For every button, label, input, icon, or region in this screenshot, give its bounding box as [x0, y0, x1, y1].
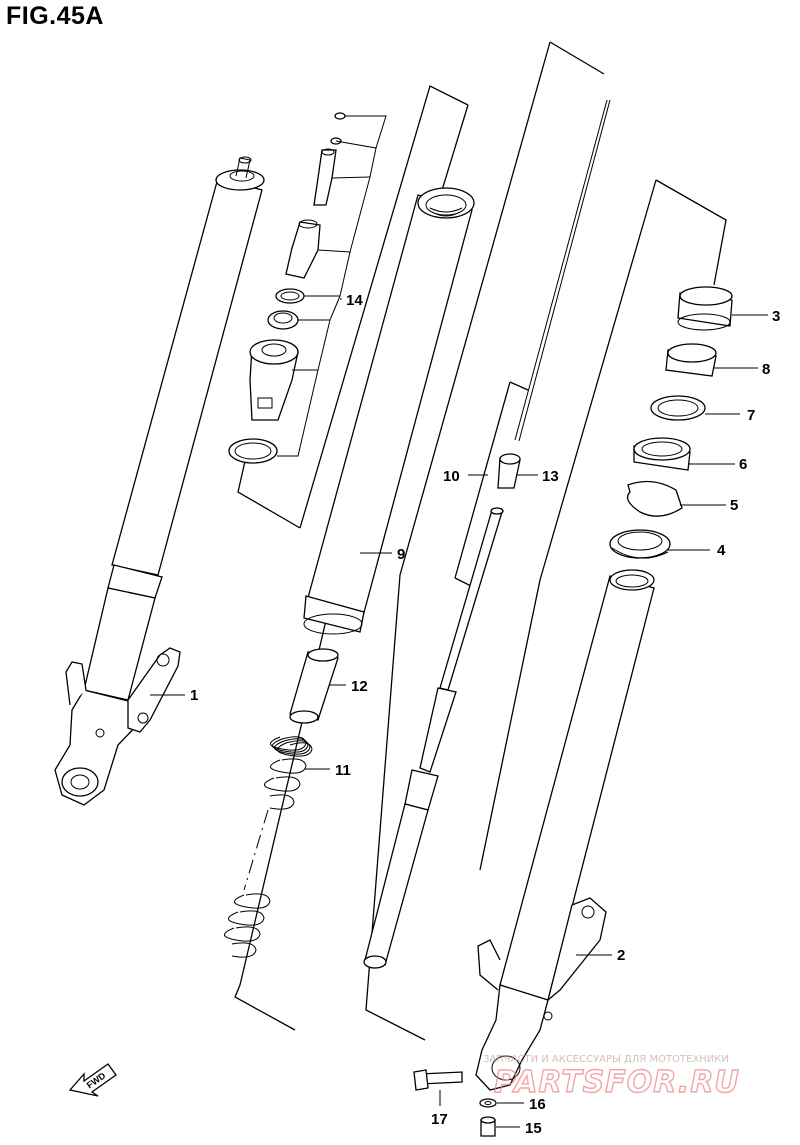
fwd-direction-arrow: FWD: [68, 1063, 117, 1097]
callout-4: 4: [717, 542, 726, 559]
watermark: ЗАПЧАСТИ И АКСЕССУАРЫ ДЛЯ МОТОТЕХНИКИ PA…: [483, 1054, 740, 1101]
callout-5: 5: [730, 497, 738, 514]
callout-10: 10: [443, 468, 460, 485]
callout-13: 13: [542, 468, 559, 485]
watermark-logo: PARTSFOR.RU: [494, 1065, 740, 1100]
part-17-axle-pinch-bolt: [413, 1069, 463, 1091]
callout-leader-lines: [150, 298, 768, 1128]
part-12-spacer: [289, 648, 339, 724]
callout-14: 14: [346, 292, 363, 309]
part-8-bushing: [665, 343, 717, 377]
part-16-washer: [479, 1098, 497, 1108]
callout-15: 15: [525, 1120, 542, 1137]
part-5-stopper-ring: [626, 480, 683, 517]
callout-3: 3: [772, 308, 780, 325]
part-9-inner-tube: [303, 187, 475, 635]
callout-6: 6: [739, 456, 747, 473]
callout-8: 8: [762, 361, 770, 378]
part-11-fork-spring: [224, 736, 313, 958]
watermark-tagline: ЗАПЧАСТИ И АКСЕССУАРЫ ДЛЯ МОТОТЕХНИКИ: [483, 1054, 729, 1065]
part-7-washer: [650, 395, 706, 421]
part-15-drain-bolt: [480, 1116, 496, 1137]
part-3-bushing: [677, 286, 733, 331]
callout-labels: 1 2 3 4 5 6 7 8 9 10 11 12 13 14 15 16 1…: [190, 292, 780, 1137]
callout-1: 1: [190, 687, 198, 704]
part-1-left-fork-leg: [54, 156, 265, 806]
callout-16: 16: [529, 1096, 546, 1113]
callout-9: 9: [397, 546, 405, 563]
part-6-oil-seal: [633, 437, 691, 471]
callout-11: 11: [335, 762, 351, 779]
callout-17: 17: [431, 1111, 448, 1128]
part-14-fork-cap-assembly: [228, 112, 387, 464]
figure-title: FIG.45A: [6, 2, 104, 30]
part-2-right-fork-leg: [475, 569, 655, 1091]
part-13-damper-nut: [497, 453, 521, 489]
part-4-dust-seal: [609, 529, 671, 559]
callout-7: 7: [747, 407, 755, 424]
callout-12: 12: [351, 678, 368, 695]
callout-2: 2: [617, 947, 625, 964]
part-10-damper-rod: [363, 99, 611, 969]
